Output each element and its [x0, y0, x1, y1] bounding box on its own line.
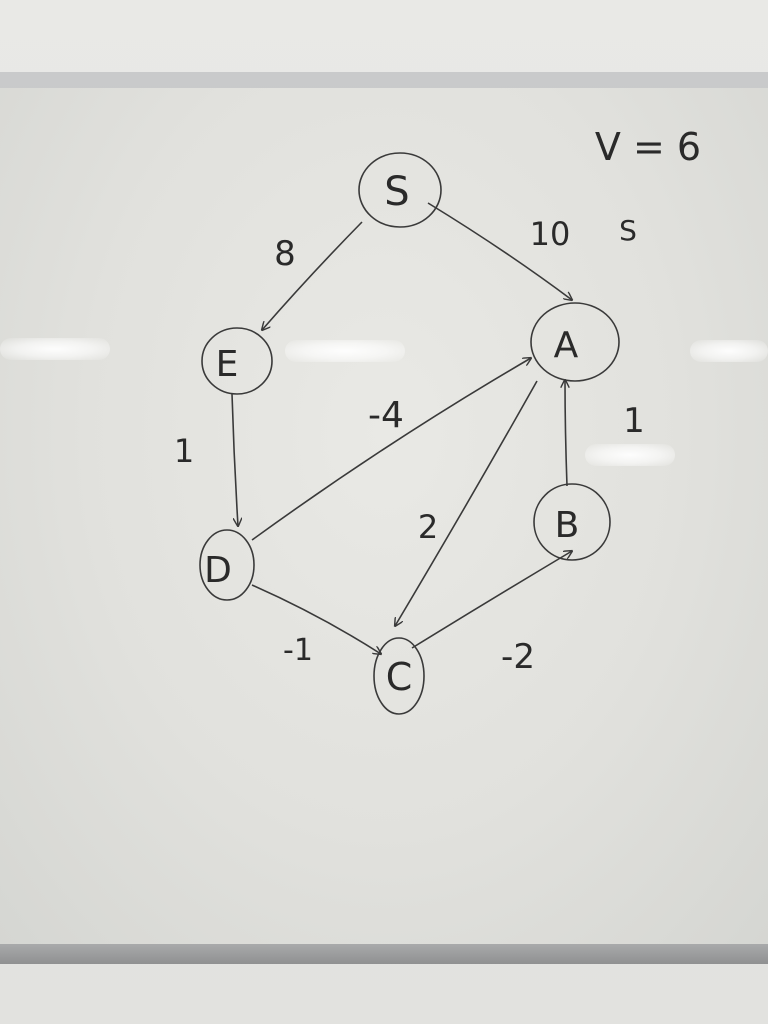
edge-weight-S-A: 10 [530, 215, 571, 253]
marker-tray [0, 944, 768, 964]
node-label: B [555, 505, 580, 546]
edge-weight-C-B: -2 [501, 637, 535, 677]
edge-S-E [262, 221, 363, 330]
edge-D-A [251, 358, 531, 541]
edge-weight-B-A: 1 [623, 401, 645, 441]
node-A: A [530, 302, 620, 382]
edge-weight-A-C: 2 [418, 508, 438, 546]
node-D: D [199, 529, 255, 601]
node-label: D [204, 550, 232, 591]
edge-A-C [395, 380, 538, 626]
node-label: C [386, 655, 413, 699]
vertex-count-note: V = 6 [595, 125, 701, 169]
edge-D-C [251, 584, 381, 654]
node-label: E [216, 344, 239, 385]
node-label: S [384, 169, 409, 215]
node-E: E [201, 327, 273, 395]
edge-S-A [427, 202, 572, 300]
node-C: C [373, 637, 425, 715]
light-reflection [285, 340, 405, 362]
edge-C-B [411, 551, 572, 649]
edge-weight-E-D: 1 [174, 432, 194, 470]
node-label: A [554, 325, 579, 366]
node-S: S [358, 152, 442, 228]
edge-B-A [565, 380, 567, 487]
node-B: B [533, 483, 611, 561]
edge-weight-S-E: 8 [274, 234, 296, 274]
light-reflection [585, 444, 675, 466]
whiteboard-surface [0, 88, 768, 950]
edge-weight-D-A: -4 [368, 395, 404, 436]
light-reflection [690, 340, 768, 362]
edge-E-D [231, 393, 238, 526]
edge-weight-D-C: -1 [283, 633, 313, 668]
stray-mark: S [619, 214, 637, 247]
light-reflection [0, 338, 110, 360]
